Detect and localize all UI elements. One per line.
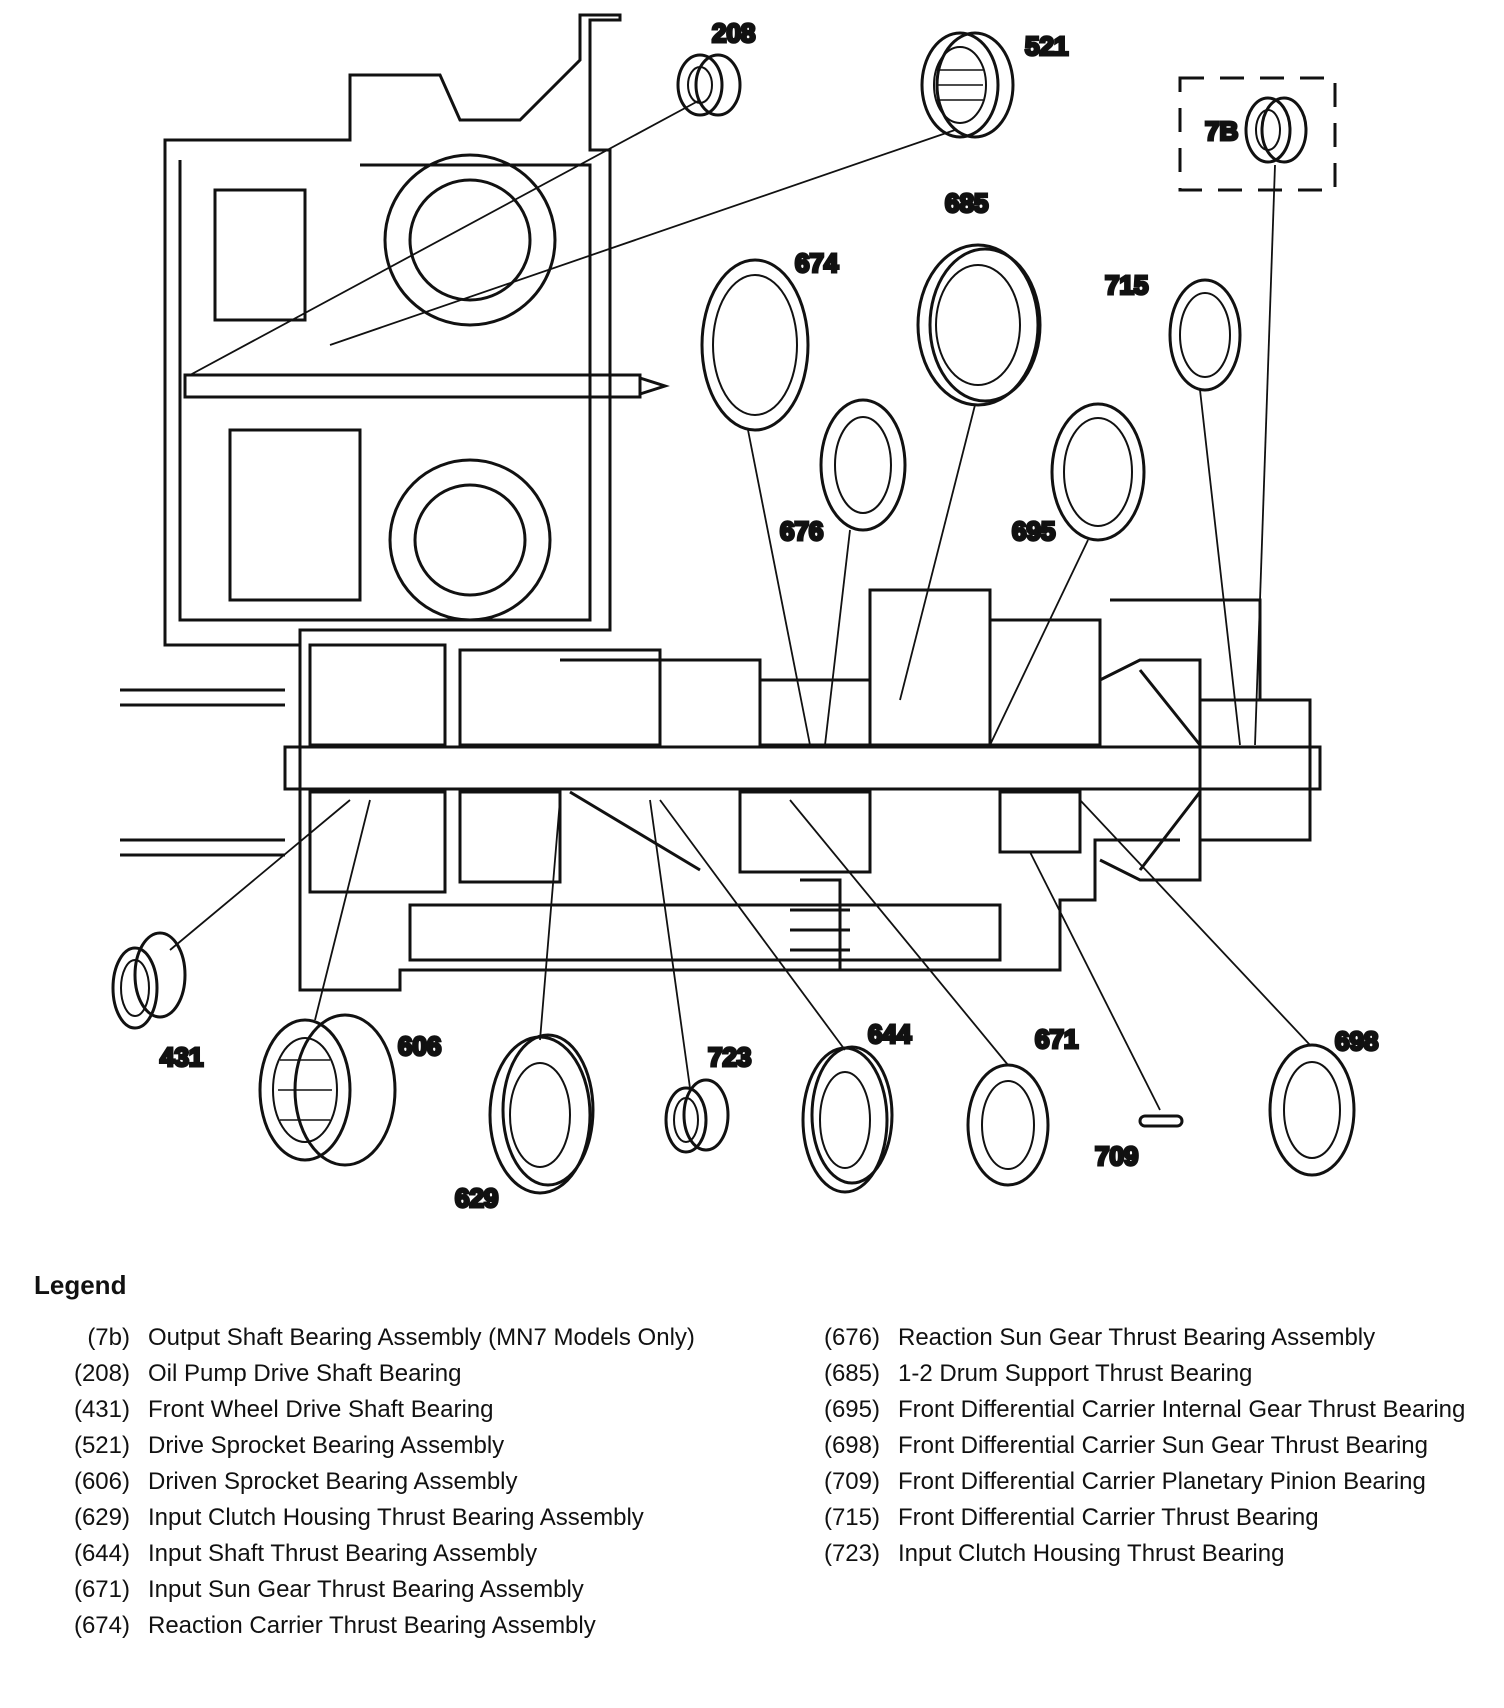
legend-code: (723) <box>823 1540 880 1567</box>
legend-item: (709) Front Differential Carrier Planetar… <box>808 1466 1498 1497</box>
part-7b-bearing <box>1178 76 1337 192</box>
transmission-bearing-diagram: 208 521 7B 685 674 715 676 695 431 606 6… <box>111 13 1380 1215</box>
legend-item: (685) 1-2 Drum Support Thrust Bearing <box>808 1358 1498 1389</box>
legend-desc: Front Differential Carrier Sun Gear Thru… <box>898 1432 1429 1459</box>
part-671-washer <box>966 1063 1050 1187</box>
callout-671: 671 <box>1035 1024 1078 1054</box>
part-644-washer <box>801 1045 894 1194</box>
part-629-washer <box>488 1033 595 1195</box>
legend-item: (676) Reaction Sun Gear Thrust Bearing As… <box>808 1322 1498 1353</box>
legend-code: (644) <box>73 1540 130 1567</box>
legend-item: (695) Front Differential Carrier Internal… <box>808 1394 1498 1425</box>
legend-desc: Output Shaft Bearing Assembly (MN7 Model… <box>148 1324 695 1351</box>
callout-674: 674 <box>795 248 839 278</box>
legend-code: (7b) <box>87 1324 130 1351</box>
callout-676: 676 <box>780 516 823 546</box>
legend-item: (431) Front Wheel Drive Shaft Bearing <box>58 1394 798 1425</box>
callout-208: 208 <box>712 18 755 48</box>
part-709-pin <box>1138 1114 1184 1128</box>
callout-685: 685 <box>945 188 988 218</box>
callout-644: 644 <box>868 1019 912 1049</box>
callout-709: 709 <box>1095 1141 1138 1171</box>
legend-desc: Input Clutch Housing Thrust Bearing <box>898 1540 1285 1567</box>
legend-item: (606) Driven Sprocket Bearing Assembly <box>58 1466 798 1497</box>
legend-desc: Driven Sprocket Bearing Assembly <box>148 1468 518 1495</box>
legend-desc: Front Differential Carrier Planetary Pin… <box>898 1468 1426 1495</box>
part-208-bearing <box>676 53 742 117</box>
callout-723: 723 <box>708 1042 751 1072</box>
legend-item: (644) Input Shaft Thrust Bearing Assembly <box>58 1538 798 1569</box>
legend-desc: Drive Sprocket Bearing Assembly <box>148 1432 505 1459</box>
callout-695: 695 <box>1012 516 1055 546</box>
legend-desc: Input Sun Gear Thrust Bearing Assembly <box>148 1576 584 1603</box>
callout-606: 606 <box>398 1031 441 1061</box>
legend-item: (208) Oil Pump Drive Shaft Bearing <box>58 1358 798 1389</box>
legend-item: (698) Front Differential Carrier Sun Gear… <box>808 1430 1498 1461</box>
part-685-washer <box>916 243 1042 407</box>
legend-item: (521) Drive Sprocket Bearing Assembly <box>58 1430 798 1461</box>
legend-code: (431) <box>73 1396 130 1423</box>
legend-item: (674) Reaction Carrier Thrust Bearing Ass… <box>58 1610 798 1641</box>
part-674-washer <box>700 258 810 432</box>
callout-698: 698 <box>1335 1026 1378 1056</box>
legend-code: (208) <box>73 1360 130 1387</box>
legend-desc: Input Clutch Housing Thrust Bearing Asse… <box>148 1504 644 1531</box>
part-715-washer <box>1168 278 1242 392</box>
legend-desc: Front Differential Carrier Internal Gear… <box>898 1396 1466 1423</box>
legend-code: (715) <box>823 1504 880 1531</box>
part-606-bearing <box>258 1013 397 1167</box>
legend-code: (521) <box>73 1432 130 1459</box>
part-695-washer <box>1050 402 1146 542</box>
legend-desc: Front Differential Carrier Thrust Bearin… <box>898 1504 1319 1531</box>
callout-labels: 208 521 7B 685 674 715 676 695 431 606 6… <box>159 17 1380 1215</box>
callout-629: 629 <box>455 1183 498 1213</box>
legend-left-column: (7b) Output Shaft Bearing Assembly (MN7 M… <box>58 1322 798 1646</box>
callout-521: 521 <box>1025 31 1068 61</box>
legend-code: (685) <box>823 1360 880 1387</box>
part-698-washer <box>1268 1043 1356 1177</box>
legend-code: (606) <box>73 1468 130 1495</box>
legend-right-column: (676) Reaction Sun Gear Thrust Bearing As… <box>808 1322 1498 1574</box>
part-521-bearing <box>920 31 1015 139</box>
legend-desc: Reaction Carrier Thrust Bearing Assembly <box>148 1612 596 1639</box>
transmission-housing <box>120 13 1322 992</box>
legend-desc: 1-2 Drum Support Thrust Bearing <box>898 1360 1253 1387</box>
legend-code: (671) <box>73 1576 130 1603</box>
callout-7b: 7B <box>1205 116 1238 146</box>
legend-code: (676) <box>823 1324 880 1351</box>
legend-desc: Input Shaft Thrust Bearing Assembly <box>148 1540 538 1567</box>
legend-desc: Front Wheel Drive Shaft Bearing <box>148 1396 494 1423</box>
legend-code: (698) <box>823 1432 880 1459</box>
legend-code: (674) <box>73 1612 130 1639</box>
legend-code: (709) <box>823 1468 880 1495</box>
legend-code: (695) <box>823 1396 880 1423</box>
legend-item: (715) Front Differential Carrier Thrust B… <box>808 1502 1498 1533</box>
legend-item: (629) Input Clutch Housing Thrust Bearing… <box>58 1502 798 1533</box>
leader-lines <box>169 99 1311 1111</box>
legend-desc: Reaction Sun Gear Thrust Bearing Assembl… <box>898 1324 1376 1351</box>
bearing-parts <box>111 31 1356 1195</box>
callout-431: 431 <box>160 1042 203 1072</box>
callout-715: 715 <box>1105 270 1148 300</box>
legend-item: (723) Input Clutch Housing Thrust Bearing <box>808 1538 1498 1569</box>
part-676-washer <box>819 398 907 532</box>
legend-item: (671) Input Sun Gear Thrust Bearing Assem… <box>58 1574 798 1605</box>
part-723-bearing <box>664 1078 730 1154</box>
legend-item: (7b) Output Shaft Bearing Assembly (MN7 M… <box>58 1322 798 1353</box>
legend-title: Legend <box>34 1270 127 1300</box>
legend-code: (629) <box>73 1504 130 1531</box>
legend-desc: Oil Pump Drive Shaft Bearing <box>148 1360 462 1387</box>
part-431-bearing <box>111 931 187 1030</box>
